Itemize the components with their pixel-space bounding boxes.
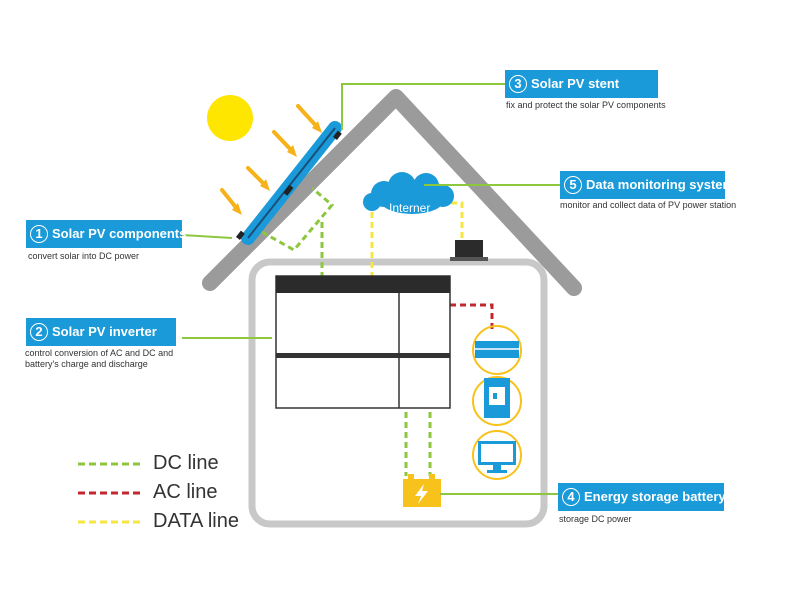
desc-data-monitoring-system: monitor and collect data of PV power sta… [560, 200, 737, 210]
sun-rays [220, 104, 322, 215]
ac-line [450, 303, 494, 330]
desc-solar-pv-inverter: control conversion of AC and DC and batt… [25, 348, 174, 369]
desc-solar-pv-components: convert solar into DC power [28, 251, 140, 261]
refrigerator-icon [472, 376, 522, 426]
cloud-icon [363, 172, 454, 214]
house-roof [202, 89, 582, 296]
inverter-icon [275, 275, 451, 409]
air-conditioner-icon [472, 325, 522, 375]
legend-label-data: DATA line [153, 510, 239, 532]
data-line [370, 201, 464, 276]
desc-energy-storage-battery: storage DC power [559, 514, 632, 524]
solar-panel-icon [235, 121, 342, 245]
cloud-label: Interner [389, 201, 430, 215]
desc-solar-pv-stent: fix and protect the solar PV components [506, 100, 666, 110]
dc-line [261, 186, 432, 476]
house-wall [248, 258, 548, 528]
legend-label-dc: DC line [153, 452, 219, 474]
callout-connectors [181, 83, 560, 495]
legend-label-ac: AC line [153, 481, 218, 503]
battery-icon [403, 474, 441, 507]
sun-icon [207, 95, 253, 141]
laptop-icon [450, 240, 488, 261]
monitor-icon [472, 430, 522, 480]
legend-lines [78, 462, 140, 524]
